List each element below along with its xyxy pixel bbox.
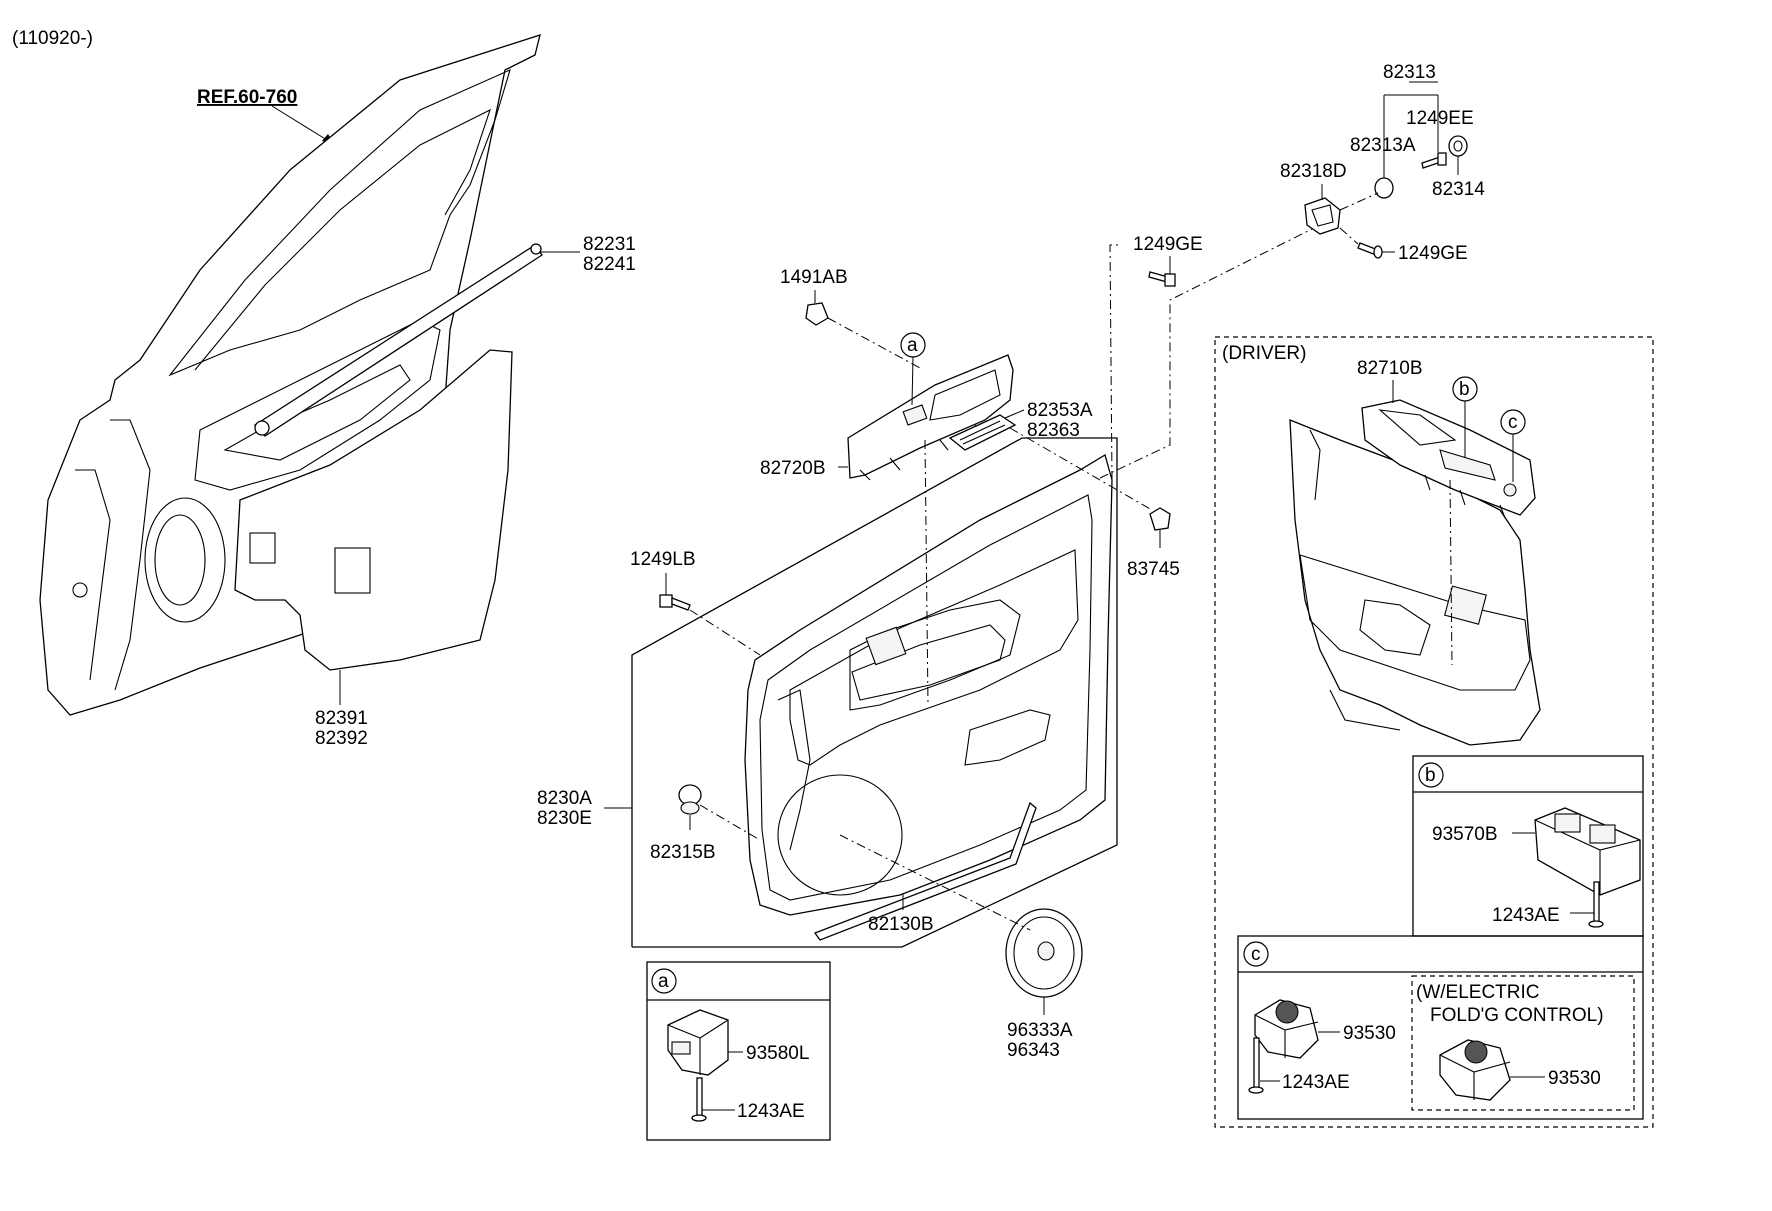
label-96343[interactable]: 96343 xyxy=(1007,1040,1060,1061)
label-82720B[interactable]: 82720B xyxy=(760,458,826,479)
label-82231[interactable]: 82231 xyxy=(583,234,636,255)
label-8230A[interactable]: 8230A xyxy=(537,788,592,809)
grommet-82313A[interactable] xyxy=(1374,177,1394,199)
callout-c-label: c xyxy=(1508,412,1518,433)
screw-1249GE-a[interactable] xyxy=(1148,271,1176,287)
label-1249GE-a[interactable]: 1249GE xyxy=(1133,234,1203,255)
dash-speaker xyxy=(839,834,1031,931)
label-82353A[interactable]: 82353A xyxy=(1027,400,1093,421)
door-pad-82391[interactable] xyxy=(234,349,513,671)
switch-93580L[interactable] xyxy=(667,1009,729,1076)
trim-group-box xyxy=(631,437,1118,948)
label-1243AE-c[interactable]: 1243AE xyxy=(1282,1072,1350,1093)
nut-82314[interactable] xyxy=(1448,135,1468,157)
driver-panel xyxy=(1214,336,1654,1128)
label-82314[interactable]: 82314 xyxy=(1432,179,1485,200)
dash-driver xyxy=(1449,479,1453,666)
dash-83745 xyxy=(1009,427,1153,511)
detail-c-panel: c 93530 1243AE (W/ELECTRIC FOLD'G CONTRO… xyxy=(1237,935,1644,1120)
label-93530-option[interactable]: 93530 xyxy=(1548,1068,1601,1089)
screw-1243AE-c[interactable] xyxy=(1248,1037,1264,1094)
detail-b-panel: b 93570B 1243AE xyxy=(1412,755,1644,937)
screw-1243AE-a[interactable] xyxy=(691,1077,707,1122)
callout-a-label: a xyxy=(907,335,918,356)
label-83745[interactable]: 83745 xyxy=(1127,559,1180,580)
option-box xyxy=(1411,975,1635,1111)
label-82313[interactable]: 82313 xyxy=(1383,62,1436,83)
screw-1249GE-b[interactable] xyxy=(1357,242,1383,259)
bracket-82318D[interactable] xyxy=(1304,197,1341,235)
ref-label[interactable]: REF.60-760 xyxy=(197,87,297,108)
clip-82315B[interactable] xyxy=(678,784,702,815)
callout-b-label: b xyxy=(1459,379,1470,400)
clip-1491AB[interactable] xyxy=(805,302,829,326)
label-1491AB[interactable]: 1491AB xyxy=(780,267,848,288)
label-1243AE-b[interactable]: 1243AE xyxy=(1492,905,1560,926)
label-82315B[interactable]: 82315B xyxy=(650,842,716,863)
label-82710B[interactable]: 82710B xyxy=(1357,358,1423,379)
label-82241[interactable]: 82241 xyxy=(583,254,636,275)
label-1249LB[interactable]: 1249LB xyxy=(630,549,696,570)
label-82391[interactable]: 82391 xyxy=(315,708,368,729)
detail-c-tag: c xyxy=(1251,944,1261,965)
screw-1249EE[interactable] xyxy=(1421,152,1447,169)
weatherstrip-82231[interactable] xyxy=(254,243,543,437)
weatherstrip-82130B[interactable] xyxy=(813,801,1037,941)
label-1243AE-a[interactable]: 1243AE xyxy=(737,1101,805,1122)
switch-93570B[interactable] xyxy=(1534,807,1641,896)
screw-1249LB[interactable] xyxy=(659,594,691,611)
driver-armrest-82710B[interactable] xyxy=(1361,399,1536,519)
date-code: (110920-) xyxy=(12,28,93,49)
detail-a-tag: a xyxy=(658,971,669,992)
door-trim-panel[interactable] xyxy=(744,454,1113,916)
label-8230E[interactable]: 8230E xyxy=(537,808,592,829)
label-82318D[interactable]: 82318D xyxy=(1280,161,1347,182)
dash-1249GE-b xyxy=(1339,227,1359,245)
label-93530[interactable]: 93530 xyxy=(1343,1023,1396,1044)
label-82130B[interactable]: 82130B xyxy=(868,914,934,935)
switch-93530[interactable] xyxy=(1254,999,1319,1059)
label-96333A[interactable]: 96333A xyxy=(1007,1020,1073,1041)
dash-mirror xyxy=(1099,224,1321,479)
option-line2: FOLD'G CONTROL) xyxy=(1430,1005,1604,1026)
armrest-trim-82720B[interactable] xyxy=(847,354,1014,481)
switch-plate-82353A[interactable] xyxy=(948,414,1017,451)
cap-83745[interactable] xyxy=(1149,507,1171,531)
speaker-96333A[interactable] xyxy=(1005,908,1083,998)
driver-title: (DRIVER) xyxy=(1222,343,1306,364)
label-1249EE[interactable]: 1249EE xyxy=(1406,108,1474,129)
label-82392[interactable]: 82392 xyxy=(315,728,368,749)
option-line1: (W/ELECTRIC xyxy=(1416,982,1540,1003)
dash-1249LB xyxy=(689,609,761,656)
dash-82315B xyxy=(699,804,761,841)
label-93580L[interactable]: 93580L xyxy=(746,1043,809,1064)
label-82363[interactable]: 82363 xyxy=(1027,420,1080,441)
dash-armrest-trim xyxy=(924,439,929,706)
leader-82353A xyxy=(1004,409,1025,419)
dash-trim-bracket xyxy=(1109,244,1122,481)
dash-82313A xyxy=(1339,192,1379,211)
detail-a-panel: a 93580L 1243AE xyxy=(646,961,831,1141)
dash-1491AB xyxy=(827,317,921,369)
callout-a-leader xyxy=(911,356,914,406)
screw-1243AE-b[interactable] xyxy=(1588,881,1604,928)
driver-door-trim[interactable] xyxy=(1289,419,1541,746)
label-93570B[interactable]: 93570B xyxy=(1432,824,1498,845)
switch-93530-option[interactable] xyxy=(1439,1039,1511,1101)
detail-b-tag: b xyxy=(1425,765,1436,786)
label-1249GE-b[interactable]: 1249GE xyxy=(1398,243,1468,264)
label-82313A[interactable]: 82313A xyxy=(1350,135,1416,156)
